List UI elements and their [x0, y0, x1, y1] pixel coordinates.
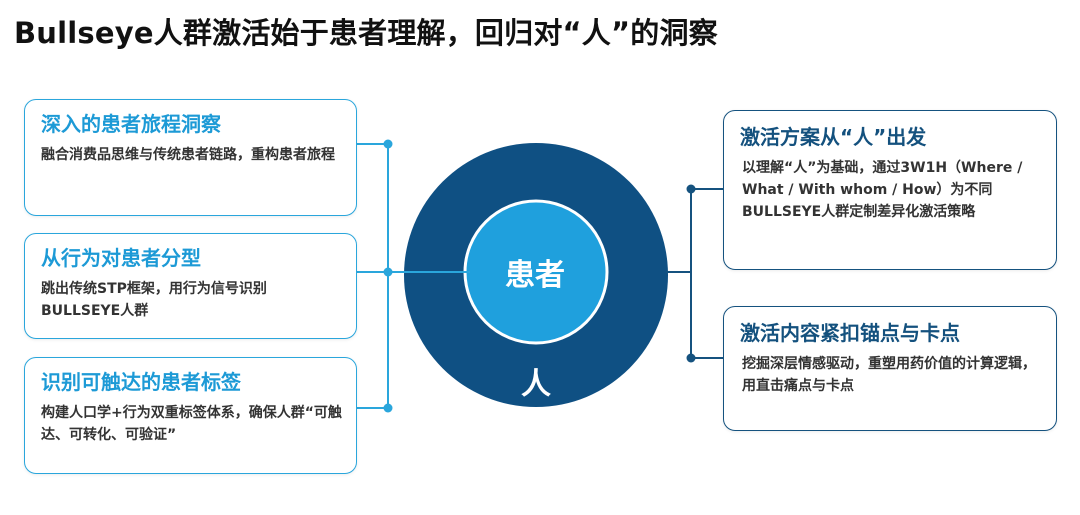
- left-card-title: 深入的患者旅程洞察: [41, 112, 221, 136]
- right-card-activation-content: 激活内容紧扣锚点与卡点 挖掘深层情感驱动，重塑用药价值的计算逻辑，用直击痛点与卡…: [723, 306, 1057, 431]
- left-card-reachable-tags: 识别可触达的患者标签 构建人口学+行为双重标签体系，确保人群“可触达、可转化、可…: [24, 357, 357, 474]
- right-card-title: 激活内容紧扣锚点与卡点: [740, 321, 960, 345]
- left-card-body: 跳出传统STP框架，用行为信号识别BULLSEYE人群: [41, 281, 267, 319]
- right-card-body: 挖掘深层情感驱动，重塑用药价值的计算逻辑，用直击痛点与卡点: [742, 356, 1036, 394]
- left-connector-dot-1: [383, 139, 393, 149]
- right-connector-dot-2: [686, 353, 696, 363]
- left-card-journey-insight: 深入的患者旅程洞察 融合消费品思维与传统患者链路，重构患者旅程: [24, 99, 357, 216]
- outer-circle-label: 人: [521, 367, 551, 402]
- inner-circle-label: 患者: [505, 258, 565, 293]
- right-card-body: 以理解“人”为基础，通过3W1H（Where / What / With who…: [742, 160, 1023, 220]
- page-title: Bullseye人群激活始于患者理解，回归对“人”的洞察: [14, 16, 718, 50]
- left-connector: [357, 139, 470, 413]
- left-card-body: 构建人口学+行为双重标签体系，确保人群“可触达、可转化、可验证”: [41, 405, 342, 443]
- right-connector-dot-1: [686, 184, 696, 194]
- right-card-activation-plan: 激活方案从“人”出发 以理解“人”为基础，通过3W1H（Where / What…: [723, 110, 1057, 270]
- left-card-behavior-segmentation: 从行为对患者分型 跳出传统STP框架，用行为信号识别BULLSEYE人群: [24, 233, 357, 339]
- right-connector: [666, 184, 723, 363]
- left-card-body: 融合消费品思维与传统患者链路，重构患者旅程: [41, 147, 335, 163]
- left-connector-dot-2: [383, 267, 393, 277]
- left-card-title: 从行为对患者分型: [41, 246, 201, 270]
- right-card-title: 激活方案从“人”出发: [740, 125, 927, 149]
- left-connector-dot-3: [383, 403, 393, 413]
- left-card-title: 识别可触达的患者标签: [41, 370, 241, 394]
